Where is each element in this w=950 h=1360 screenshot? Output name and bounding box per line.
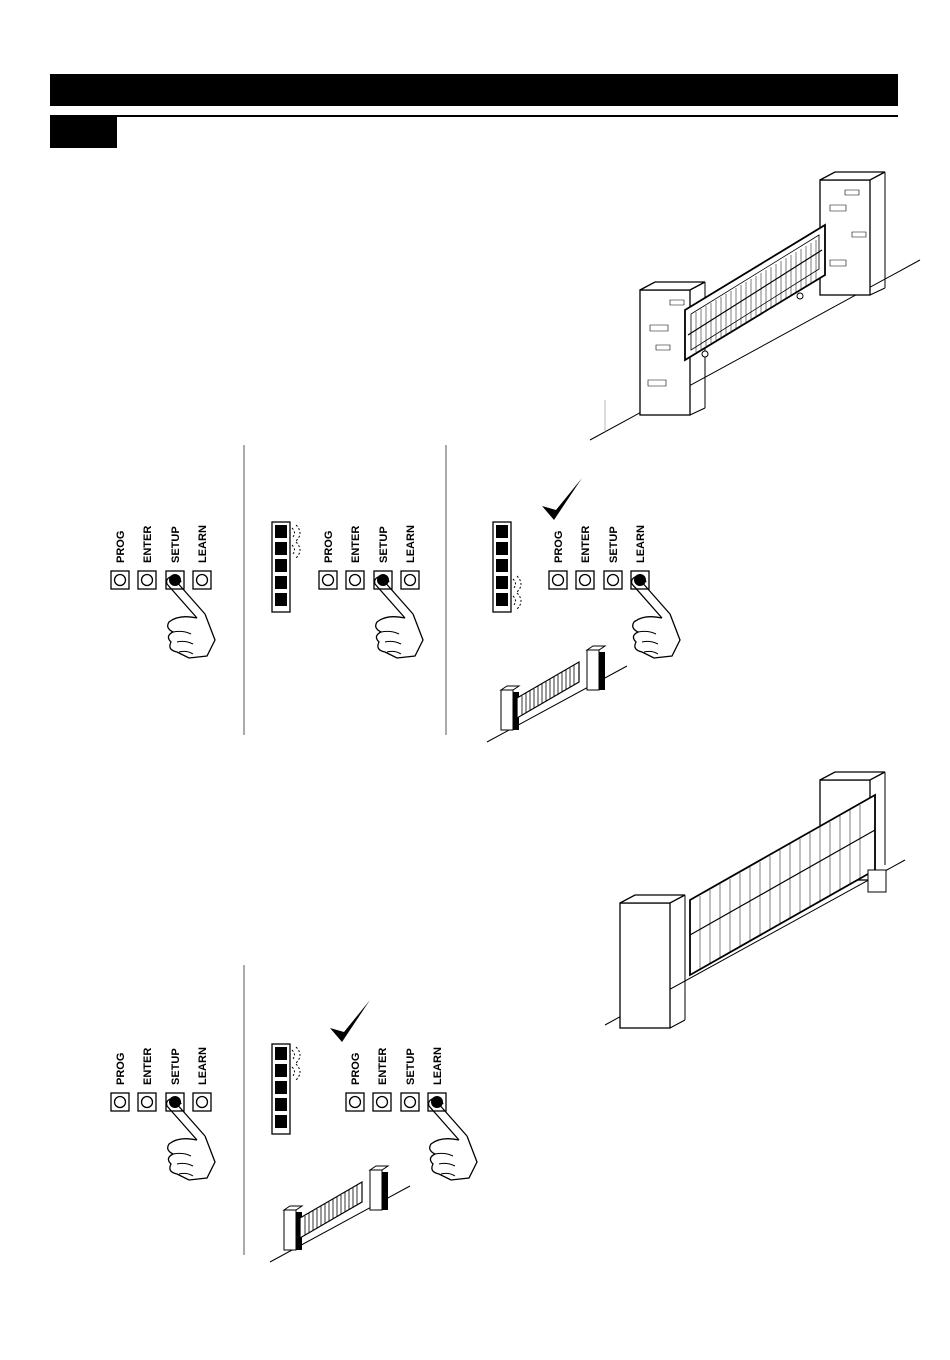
setup-button-indicator [604, 571, 622, 589]
led-indicator-icon [272, 522, 290, 612]
learn-label: LEARN [197, 1047, 209, 1085]
setup-label: SETUP [170, 1048, 182, 1085]
learn-label: LEARN [197, 525, 209, 563]
learn-button-indicator [193, 1093, 211, 1111]
learn-label: LEARN [405, 525, 417, 563]
enter-button-indicator [346, 571, 364, 589]
prog-button-indicator [549, 571, 567, 589]
prog-button-indicator [346, 1093, 364, 1111]
led-blink-icon [292, 1064, 300, 1080]
enter-label: ENTER [142, 1048, 154, 1085]
led-blink-icon [292, 542, 300, 558]
sliding-gate-mini-illustration [270, 1166, 410, 1262]
prog-button-indicator [319, 571, 337, 589]
learn-label: LEARN [432, 1047, 444, 1085]
learn-label: LEARN [635, 525, 647, 563]
enter-button-indicator [138, 1093, 156, 1111]
sliding-gate-illustration-top [590, 172, 920, 440]
prog-label: PROG [350, 1053, 362, 1085]
panel-row1-b: PROG ENTER SETUP LEARN [272, 522, 423, 658]
setup-label: SETUP [405, 1048, 417, 1085]
enter-label: ENTER [350, 526, 362, 563]
prog-label: PROG [323, 531, 335, 563]
led-indicator-icon [272, 1044, 290, 1134]
sliding-gate-illustration-bottom [605, 772, 905, 1028]
prog-label: PROG [115, 1053, 127, 1085]
prog-button-indicator [111, 1093, 129, 1111]
panel-row1-c: PROG ENTER SETUP LEARN [487, 478, 680, 742]
learn-button-indicator [193, 571, 211, 589]
prog-label: PROG [115, 531, 127, 563]
led-blink-icon [513, 593, 521, 609]
enter-button-indicator [373, 1093, 391, 1111]
enter-button-indicator [138, 571, 156, 589]
panel-row2-b: PROG ENTER SETUP LEARN [270, 1000, 477, 1262]
learn-button-indicator [401, 571, 419, 589]
prog-button-indicator [111, 571, 129, 589]
setup-button-indicator [401, 1093, 419, 1111]
prog-label: PROG [553, 531, 565, 563]
setup-label: SETUP [608, 526, 620, 563]
led-indicator-icon [493, 522, 511, 612]
led-blink-icon [513, 576, 521, 592]
check-icon [330, 1000, 370, 1042]
sliding-gate-mini-illustration [487, 646, 627, 742]
setup-label: SETUP [170, 526, 182, 563]
setup-label: SETUP [378, 526, 390, 563]
panel-row2-a: PROG ENTER SETUP LEARN [111, 1047, 215, 1180]
panel-row1-a: PROG ENTER SETUP LEARN [111, 525, 215, 658]
enter-label: ENTER [580, 526, 592, 563]
enter-label: ENTER [142, 526, 154, 563]
check-icon [542, 478, 582, 520]
enter-label: ENTER [377, 1048, 389, 1085]
enter-button-indicator [576, 571, 594, 589]
led-blink-icon [292, 1047, 300, 1063]
led-blink-icon [292, 525, 300, 541]
